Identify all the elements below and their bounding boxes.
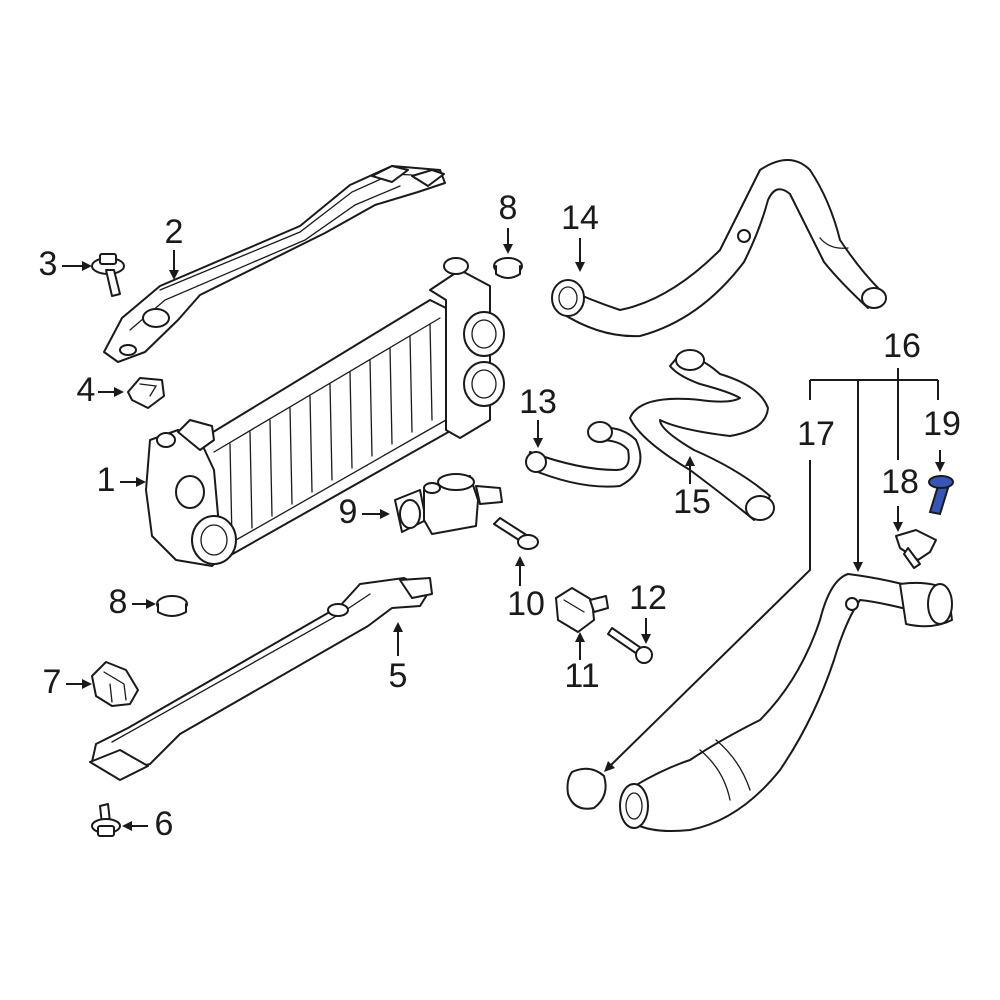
part-1-intercooler[interactable] [145,257,505,567]
part-4-clip[interactable] [127,377,165,409]
part-17-large-hose[interactable] [619,573,953,832]
callout-8-upper: 8 [499,189,518,227]
callout-1: 1 [97,461,116,499]
part-7-clip-nut[interactable] [91,661,139,707]
part-14-upper-hose[interactable] [551,159,887,338]
callout-9: 9 [339,493,358,531]
callout-19: 19 [923,405,961,443]
part-6-bolt[interactable] [91,803,121,837]
part-8-grommet-upper[interactable] [493,257,523,279]
callout-8-lower: 8 [109,583,128,621]
callout-4: 4 [77,371,96,409]
callout-12: 12 [629,579,667,617]
part-3-bolt[interactable] [91,253,125,297]
leader-lines [62,228,945,831]
part-9-valve[interactable] [394,473,503,535]
part-11-sensor[interactable] [555,587,609,633]
callout-6: 6 [155,805,174,843]
callout-15: 15 [673,483,711,521]
callout-17: 17 [797,415,835,453]
callout-3: 3 [39,245,58,283]
callout-5: 5 [389,657,408,695]
part-10-bolt[interactable] [493,517,539,550]
part-5-lower-bracket[interactable] [89,577,433,781]
part-19-bolt-highlighted[interactable] [928,475,954,516]
callout-10: 10 [507,585,545,623]
callout-13: 13 [519,383,557,421]
callout-11: 11 [564,657,599,695]
part-15-middle-hose[interactable] [629,349,775,521]
callout-14: 14 [561,199,599,237]
callout-2: 2 [165,213,184,251]
part-8-grommet-lower[interactable] [156,595,188,617]
callout-7: 7 [43,663,62,701]
part-13-small-hose[interactable] [525,421,642,488]
part-2-upper-bracket[interactable] [103,165,446,363]
callout-16: 16 [883,327,921,365]
part-17-gasket[interactable] [566,767,607,810]
callout-18: 18 [881,463,919,501]
callout-labels: 3 2 4 1 8 8 14 13 15 9 10 11 12 5 7 6 16… [39,189,961,843]
part-18-bracket[interactable] [895,529,937,569]
part-12-bolt[interactable] [607,627,653,664]
